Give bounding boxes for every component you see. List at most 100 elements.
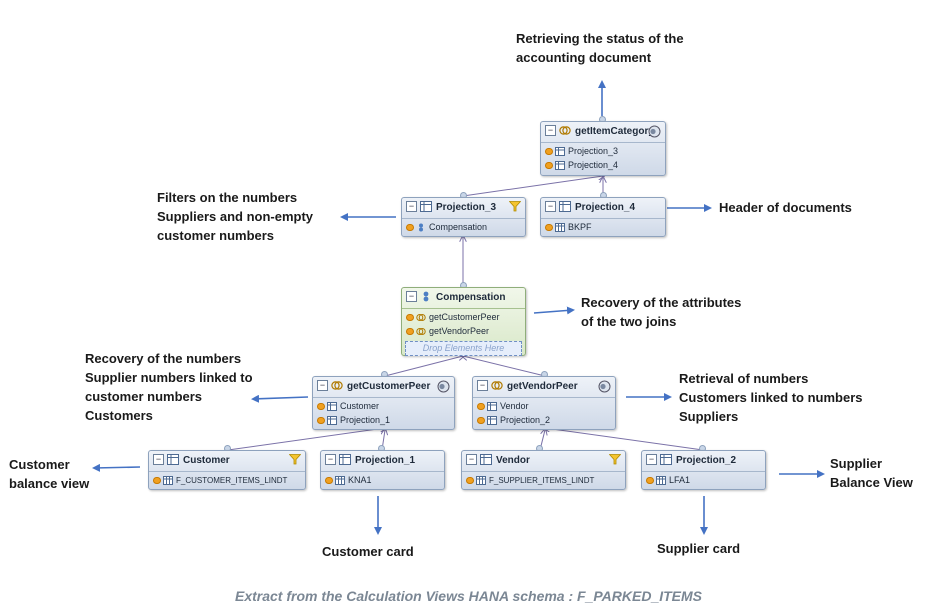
- collapse-icon[interactable]: −: [545, 125, 556, 136]
- input-icon: [545, 162, 553, 169]
- annotation-cust-card: Customer card: [322, 542, 414, 561]
- node-customer[interactable]: − Customer F_CUSTOMER_ITEMS_LINDT: [148, 450, 306, 490]
- node-header: − Projection_1: [321, 451, 444, 472]
- node-getvendorpeer[interactable]: − getVendorPeer Vendor Projection_2: [472, 376, 616, 430]
- collapse-icon[interactable]: −: [317, 380, 328, 391]
- annotation-line: customer numbers: [157, 228, 275, 243]
- annotation-line: Customer: [9, 457, 70, 472]
- projection-icon: [559, 201, 571, 212]
- annotation-cust-balance: Customer balance view: [9, 455, 89, 493]
- input-icon: [406, 224, 414, 231]
- node-input-row[interactable]: getVendorPeer: [402, 325, 525, 339]
- node-getitemcategory[interactable]: − getItemCategory Projection_3 Projectio…: [540, 121, 666, 176]
- row-label: LFA1: [669, 475, 691, 485]
- node-input-row[interactable]: BKPF: [541, 221, 665, 235]
- arrow-recovery-num: [251, 394, 309, 403]
- row-label: getCustomerPeer: [429, 312, 500, 322]
- join-icon: [491, 381, 503, 390]
- table-icon: [163, 476, 173, 485]
- node-title: getCustomerPeer: [347, 381, 431, 392]
- row-label: Customer: [340, 401, 380, 411]
- annotation-line: Filters on the numbers: [157, 190, 298, 205]
- node-input-row[interactable]: getCustomerPeer: [402, 311, 525, 325]
- figure-caption: Extract from the Calculation Views HANA …: [234, 588, 703, 604]
- projection-icon: [327, 402, 337, 411]
- union-icon: [416, 314, 426, 321]
- row-label: KNA1: [348, 475, 372, 485]
- node-input-row[interactable]: F_CUSTOMER_ITEMS_LINDT: [149, 474, 305, 488]
- annotation-line: Recovery of the numbers: [85, 351, 242, 366]
- collapse-icon[interactable]: −: [477, 380, 488, 391]
- node-header: − Vendor: [462, 451, 625, 472]
- node-header: − Customer: [149, 451, 305, 472]
- collapse-icon[interactable]: −: [406, 291, 417, 302]
- node-input-row[interactable]: Compensation: [402, 221, 525, 235]
- table-icon: [656, 476, 666, 485]
- link-getvendorpeer-to-compensation: [463, 356, 546, 377]
- collapse-icon[interactable]: −: [545, 201, 556, 212]
- node-input-row[interactable]: Projection_3: [541, 145, 665, 159]
- annotation-line: Supplier: [830, 456, 883, 471]
- annotation-line: balance view: [9, 476, 90, 491]
- node-projection3[interactable]: − Projection_3 Compensation: [401, 197, 526, 237]
- node-title: Projection_3: [436, 202, 497, 213]
- union-icon: [416, 328, 426, 335]
- node-title: getVendorPeer: [507, 381, 578, 392]
- node-header: − Projection_2: [642, 451, 765, 472]
- node-projection4[interactable]: − Projection_4 BKPF: [540, 197, 666, 237]
- annotation-line: Retrieving the status of the: [516, 31, 684, 46]
- node-input-row[interactable]: LFA1: [642, 474, 765, 488]
- union-icon: [559, 126, 571, 135]
- table-icon: [335, 476, 345, 485]
- input-icon: [545, 224, 553, 231]
- projection-icon: [420, 201, 432, 212]
- projection-icon: [480, 454, 492, 465]
- annotation-line: Suppliers: [679, 409, 739, 424]
- link-projection3-to-getitemcategory: [462, 176, 603, 197]
- projection-icon: [327, 416, 337, 425]
- node-header: − Projection_4: [541, 198, 665, 219]
- table-icon: [555, 147, 565, 156]
- row-label: Compensation: [429, 222, 488, 232]
- collapse-icon[interactable]: −: [406, 201, 417, 212]
- node-title: Projection_1: [355, 455, 416, 466]
- filter-icon: [289, 454, 301, 465]
- input-icon: [477, 403, 485, 410]
- node-input-row[interactable]: Projection_2: [473, 414, 615, 428]
- annotation-line: Recovery of the attributes: [581, 295, 742, 310]
- collapse-icon[interactable]: −: [466, 454, 477, 465]
- node-projection2[interactable]: − Projection_2 LFA1: [641, 450, 766, 490]
- annotation-supp-balance: Supplier Balance View: [830, 454, 913, 492]
- node-vendor[interactable]: − Vendor F_SUPPLIER_ITEMS_LINDT: [461, 450, 626, 490]
- annotation-recovery-num: Recovery of the numbers Supplier numbers…: [85, 349, 253, 425]
- join-type-icon: [648, 125, 661, 138]
- projection-icon: [339, 454, 351, 465]
- node-input-row[interactable]: KNA1: [321, 474, 444, 488]
- input-icon: [646, 477, 654, 484]
- join-type-icon: [598, 380, 611, 393]
- collapse-icon[interactable]: −: [646, 454, 657, 465]
- collapse-icon[interactable]: −: [153, 454, 164, 465]
- calc-view-icon: [419, 223, 423, 232]
- node-projection1[interactable]: − Projection_1 KNA1: [320, 450, 445, 490]
- node-input-row[interactable]: Projection_4: [541, 159, 665, 173]
- arrow-cust-balance: [92, 463, 141, 472]
- input-icon: [545, 148, 553, 155]
- projection-icon: [660, 454, 672, 465]
- annotation-status: Retrieving the status of the accounting …: [516, 29, 684, 67]
- annotation-line: Customer card: [322, 544, 414, 559]
- collapse-icon[interactable]: −: [325, 454, 336, 465]
- input-icon: [317, 417, 325, 424]
- node-input-row[interactable]: F_SUPPLIER_ITEMS_LINDT: [462, 474, 625, 488]
- input-icon: [153, 477, 161, 484]
- drop-zone[interactable]: Drop Elements Here: [405, 341, 522, 356]
- annotation-line: Retrieval of numbers: [679, 371, 809, 386]
- filter-icon: [509, 201, 521, 212]
- node-input-row[interactable]: Customer: [313, 400, 454, 414]
- node-input-row[interactable]: Projection_1: [313, 414, 454, 428]
- input-icon: [406, 314, 414, 321]
- node-getcustomerpeer[interactable]: − getCustomerPeer Customer Projection_1: [312, 376, 455, 430]
- row-label: getVendorPeer: [429, 326, 490, 336]
- node-input-row[interactable]: Vendor: [473, 400, 615, 414]
- node-compensation[interactable]: − Compensation getCustomerPeer getVendor…: [401, 287, 526, 356]
